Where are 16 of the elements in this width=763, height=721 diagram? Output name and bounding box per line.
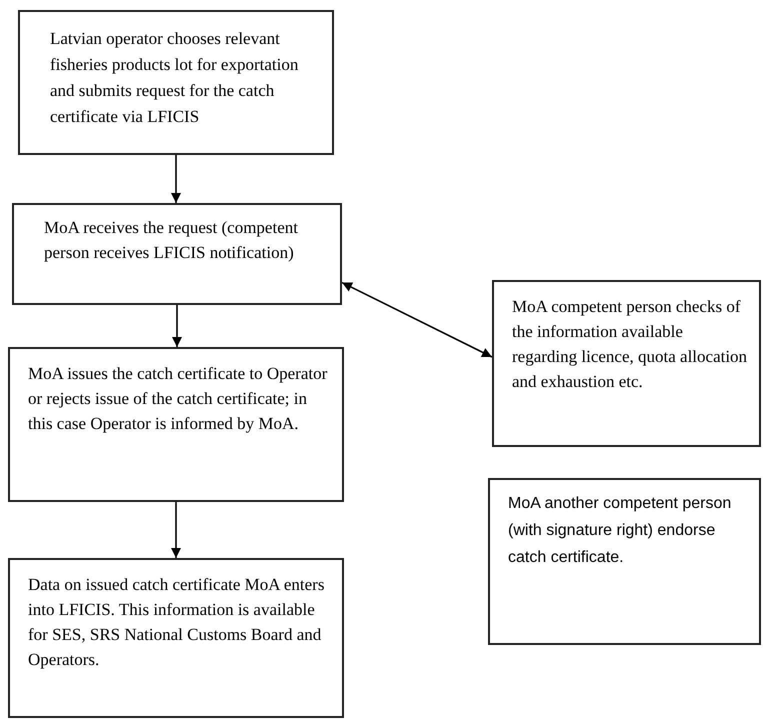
arrow bbox=[171, 502, 181, 558]
arrow bbox=[172, 305, 182, 347]
box-text: Latvian operator chooses relevant fisheries products lot for exportation and submits request for the catch certificate via LFICIS bbox=[50, 28, 300, 128]
process-box bbox=[12, 203, 342, 305]
box-text: Data on issued catch certificate MoA enters into LFICIS. This information is available for SES, SRS National Customs Board and Operators. bbox=[28, 574, 326, 671]
process-box bbox=[8, 347, 344, 502]
process-box bbox=[18, 10, 334, 155]
box-text: MoA another competent person (with signature right) endorse catch certificate. bbox=[508, 494, 732, 568]
box-text: MoA issues the catch certificate to Operator or rejects issue of the catch certificate; in this case Operator is informed by MoA. bbox=[28, 363, 328, 435]
arrow bbox=[342, 282, 492, 358]
process-box bbox=[492, 280, 761, 447]
box-text: MoA receives the request (competent person receives LFICIS notification) bbox=[44, 217, 299, 264]
process-box bbox=[488, 478, 761, 645]
process-box bbox=[8, 558, 344, 718]
arrow bbox=[171, 155, 181, 203]
box-text: MoA competent person checks of the information available regarding licence, quota allocation and exhaustion etc. bbox=[512, 296, 748, 393]
